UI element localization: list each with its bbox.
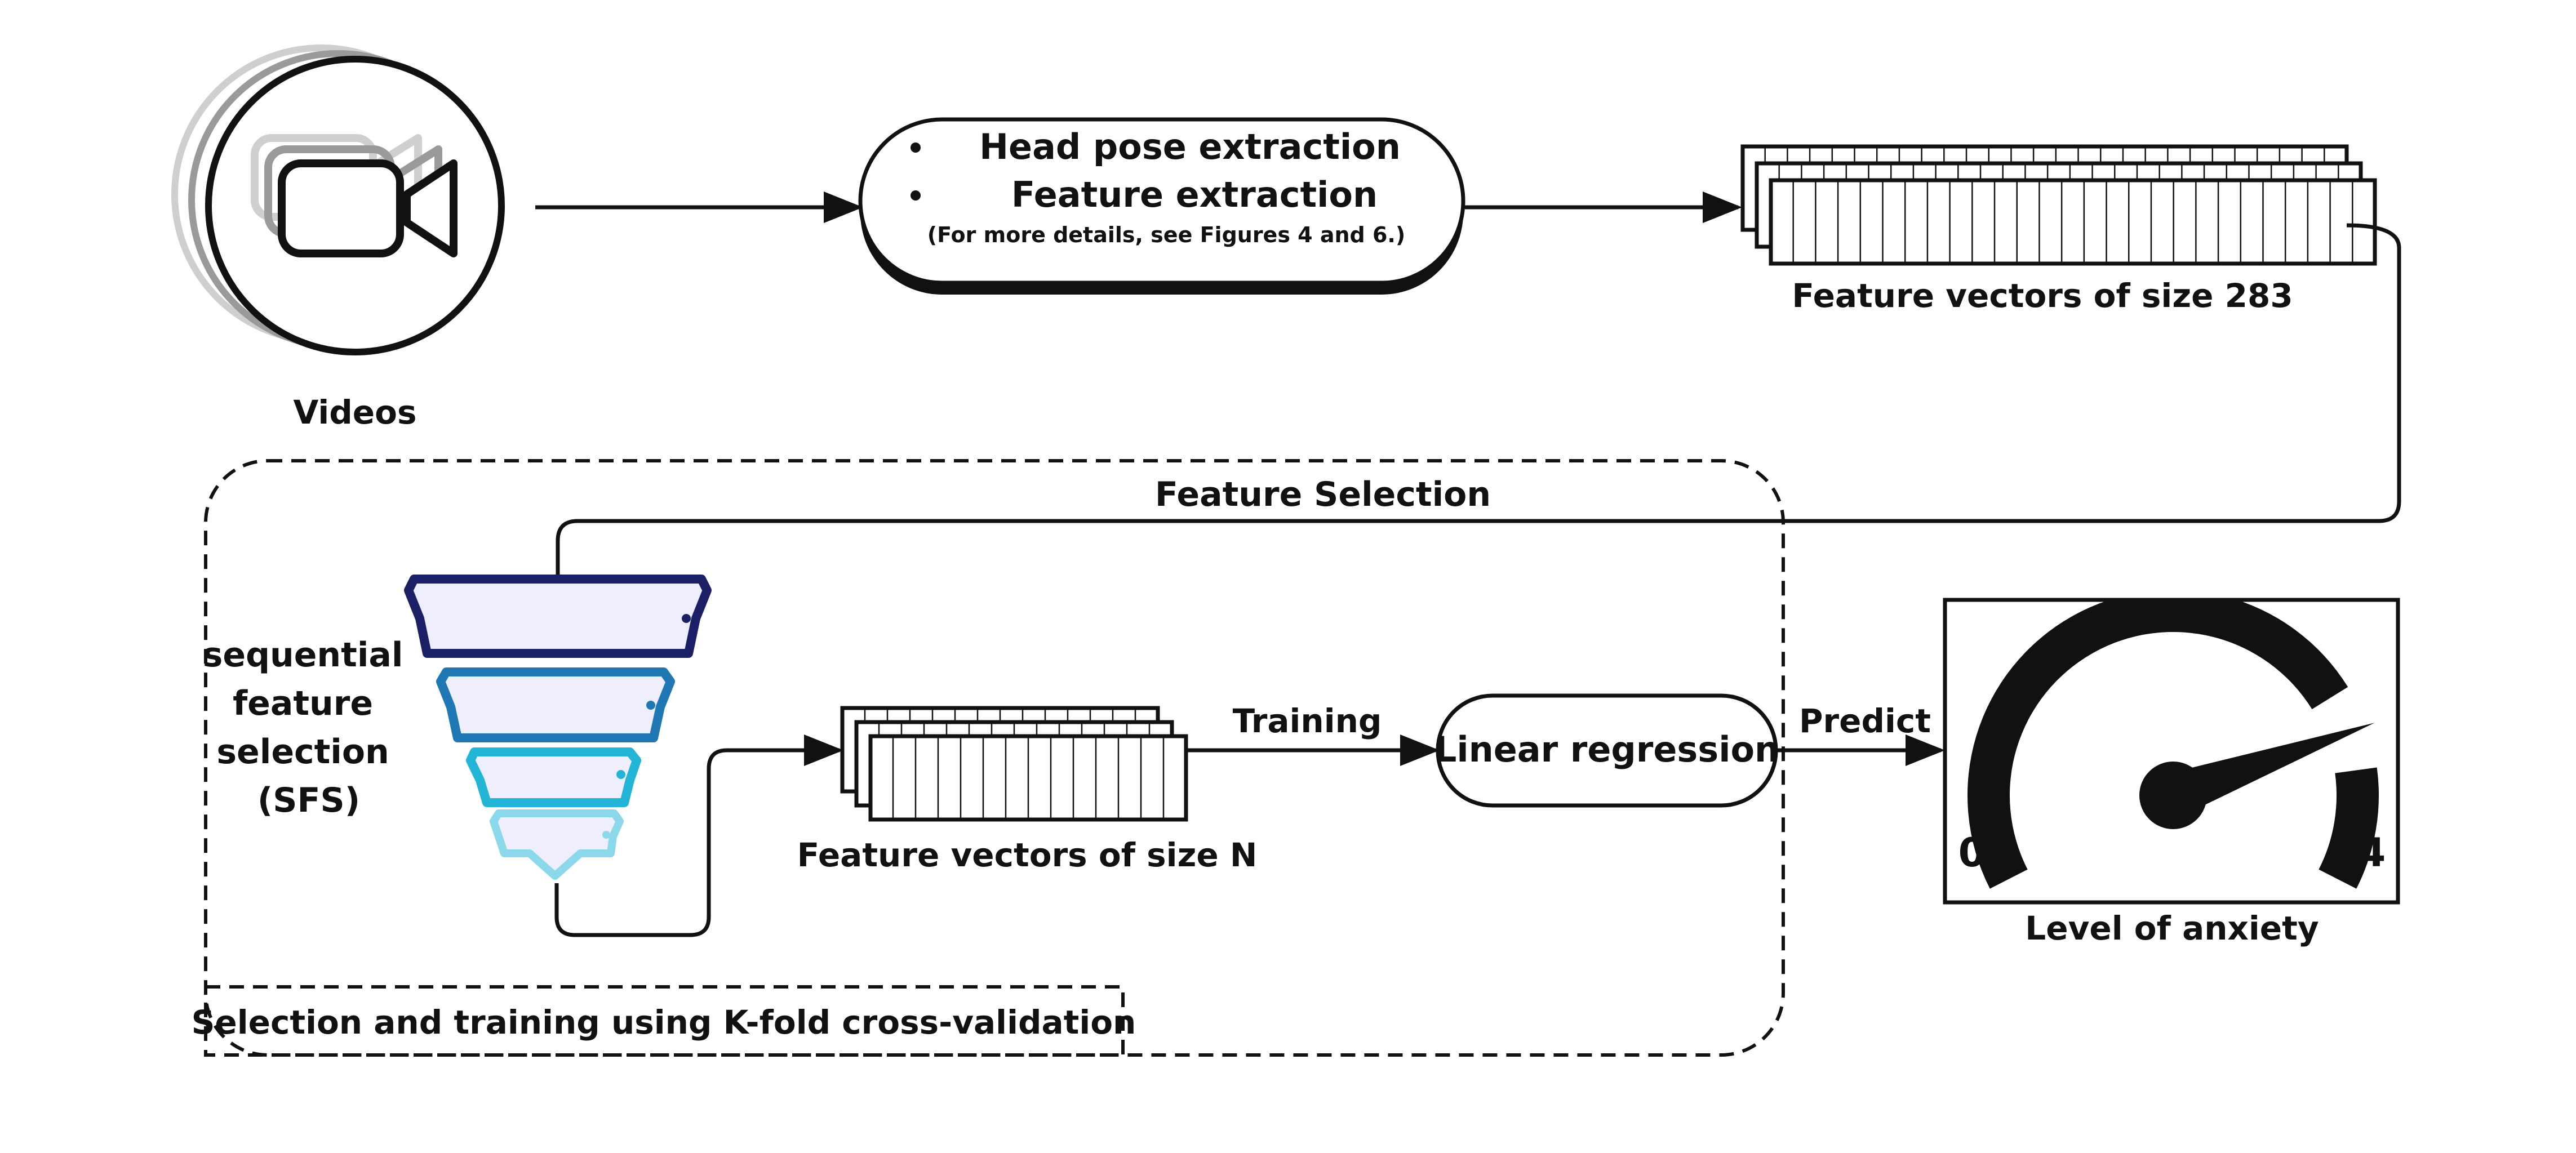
feature-vectors-283-label: Feature vectors of size 283 bbox=[1792, 277, 2293, 315]
funnel-tier-2-handle bbox=[646, 701, 655, 710]
cv-label-box bbox=[204, 985, 1125, 1057]
extraction-note: (For more details, see Figures 4 and 6.) bbox=[927, 222, 1405, 247]
funnel-tier-3 bbox=[466, 747, 641, 807]
video-camera-icon bbox=[171, 44, 505, 355]
videos-label: Videos bbox=[294, 393, 417, 431]
bullet-marker bbox=[911, 143, 921, 153]
sfs-label-line: feature bbox=[233, 684, 373, 723]
gauge-needle bbox=[2165, 723, 2375, 817]
sfs-label: sequential feature selection (SFS) bbox=[203, 635, 415, 820]
feature-vectors-n-label: Feature vectors of size N bbox=[797, 836, 1258, 874]
extraction-box bbox=[858, 117, 1465, 285]
gauge-label: Level of anxiety bbox=[2025, 909, 2319, 947]
funnel-tier-4 bbox=[490, 809, 624, 880]
gauge-frame bbox=[1943, 598, 2400, 905]
funnel-tier-4-handle bbox=[602, 831, 610, 839]
training-label: Training bbox=[1233, 702, 1382, 740]
connector-to-selected-vectors bbox=[554, 734, 843, 937]
predict-label: Predict bbox=[1799, 702, 1931, 740]
bullet-marker bbox=[911, 190, 921, 201]
linear-regression-label: Linear regression bbox=[1434, 729, 1779, 770]
feature-selection-title: Feature Selection bbox=[1155, 475, 1491, 514]
gauge-arc bbox=[1967, 600, 2379, 889]
feature-vector-stack-n bbox=[840, 706, 1188, 822]
gauge-min-label: 0 bbox=[1958, 830, 1986, 876]
feature-vector-strip-front bbox=[868, 734, 1188, 822]
feature-vector-strip-front bbox=[1769, 178, 2377, 266]
sfs-label-line: selection bbox=[216, 732, 389, 772]
sfs-label-line: sequential bbox=[203, 635, 403, 675]
connector-to-feature-selection bbox=[556, 223, 2401, 575]
gauge-max-label: 4 bbox=[2359, 830, 2386, 876]
funnel-tier-1 bbox=[404, 575, 712, 658]
funnel-tier-2 bbox=[436, 667, 675, 742]
funnel-icon bbox=[404, 575, 712, 880]
feature-vector-stack-283 bbox=[1740, 144, 2377, 266]
gauge-icon bbox=[1967, 600, 2379, 889]
cv-label: Selection and training using K-fold cros… bbox=[192, 1003, 1136, 1041]
funnel-tier-3-handle bbox=[616, 770, 625, 779]
extraction-bullet-head-pose: Head pose extraction bbox=[979, 126, 1401, 167]
sfs-label-line: (SFS) bbox=[257, 781, 360, 820]
funnel-tier-1-handle bbox=[682, 614, 691, 623]
gauge-hub bbox=[2139, 762, 2207, 829]
extraction-bullet-features: Feature extraction bbox=[1011, 174, 1378, 215]
